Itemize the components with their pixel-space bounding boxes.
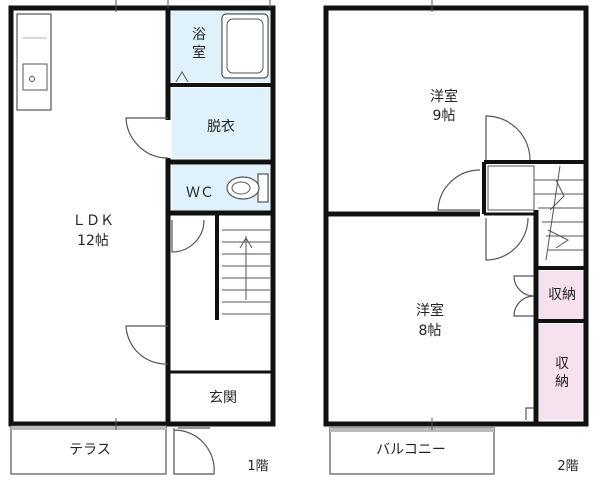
storage1-label: 収納 (548, 287, 576, 303)
ldk-size: 12帖 (77, 233, 109, 249)
wc-label: ＷＣ (186, 185, 214, 201)
western1-size: 9帖 (432, 108, 456, 124)
ldk-name: ＬＤＫ (72, 213, 114, 229)
floor1-outer-wall (8, 5, 276, 427)
kitchen-counter (16, 13, 52, 111)
bathtub-icon (175, 13, 269, 83)
floor2-label: 2階 (557, 459, 579, 474)
balcony-area (329, 427, 495, 475)
stairs-2f (487, 165, 584, 261)
floor-1 (8, 0, 276, 475)
terrace-label: テラス (69, 442, 111, 458)
dressing-label: 脱衣 (207, 119, 235, 135)
dressing-fill (172, 88, 270, 158)
western2-size: 8帖 (418, 323, 442, 339)
storage1-fill (539, 271, 584, 319)
floor2-doors (437, 115, 535, 420)
western1-name: 洋室 (430, 89, 458, 105)
floor1-doors (125, 117, 215, 475)
toilet-icon (226, 173, 269, 203)
stairs-1f (222, 229, 270, 315)
storage2-fill (539, 324, 584, 420)
balcony-label: バルコニー (376, 442, 446, 458)
entrance-label: 玄関 (209, 390, 237, 406)
floor1-label: 1階 (247, 459, 269, 474)
floor-2 (323, 0, 589, 475)
bath-label: 浴 室 (192, 27, 206, 61)
western2-name: 洋室 (416, 303, 444, 319)
storage2-label: 収 納 (555, 356, 569, 390)
floor1-window-marks (115, 0, 271, 430)
